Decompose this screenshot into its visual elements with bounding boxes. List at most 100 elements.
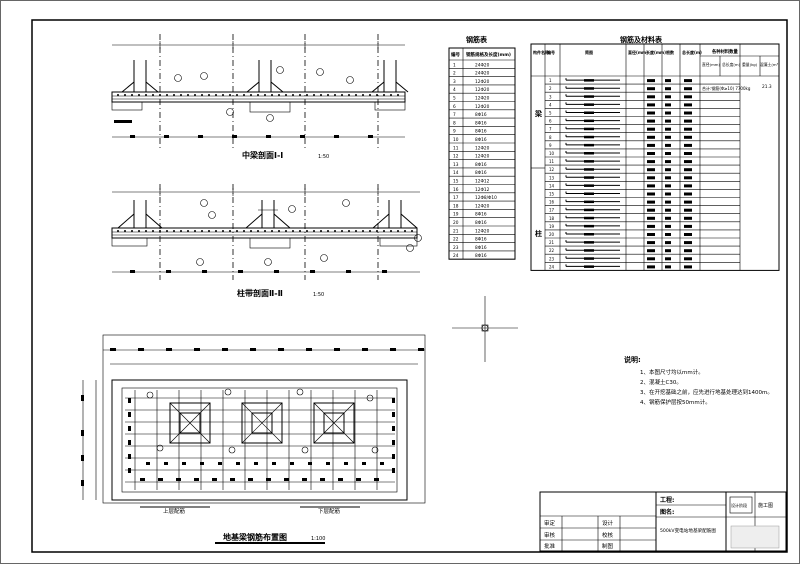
rebar-mark — [380, 462, 384, 465]
rebar-table-cell: 24Φ20 — [475, 62, 490, 68]
rebar-mark — [236, 462, 240, 465]
section-2-title: 柱带剖面Ⅱ-Ⅱ — [237, 288, 283, 298]
rebar-table-cell: 12Φ12 — [475, 179, 490, 185]
material-table-value — [665, 208, 671, 212]
rebar-dot — [194, 230, 196, 232]
rebar-table-cell: 8Φ16 — [475, 212, 487, 218]
rebar-table-cell: 24 — [453, 253, 459, 259]
rebar-dot — [173, 230, 175, 232]
rebar-dot — [313, 94, 315, 96]
rebar-dot — [138, 230, 140, 232]
haunch-line — [270, 81, 284, 93]
slab-outline — [111, 91, 406, 103]
rebar-sketch-label — [584, 152, 594, 155]
rebar-dot — [124, 230, 126, 232]
rebar-dot — [208, 94, 210, 96]
material-table-value — [684, 241, 692, 245]
rebar-dot — [131, 230, 133, 232]
rebar-dot — [327, 94, 329, 96]
rebar-mark — [308, 462, 312, 465]
material-table-value — [665, 87, 671, 91]
rebar-mark — [128, 398, 131, 403]
rebar-table-cell: 12Φ20 — [475, 203, 490, 209]
material-table-header: 各种材料数量 — [711, 48, 738, 55]
rebar-mark — [128, 426, 131, 431]
rebar-dot — [173, 94, 175, 96]
material-table-value — [647, 168, 655, 172]
material-table-row-number: 7 — [549, 127, 552, 132]
tb-role-6: 制图 — [602, 542, 614, 550]
dimension-tick — [138, 348, 144, 351]
dimension-tick — [390, 348, 396, 351]
rebar-dot — [278, 230, 280, 232]
callout-circle — [301, 446, 309, 454]
plan-label-right: 下层配筋 — [318, 507, 341, 515]
material-table-row-number: 10 — [549, 151, 555, 156]
rebar-dot — [145, 94, 147, 96]
material-table-row-number: 14 — [549, 183, 555, 188]
pad-diagonal — [169, 402, 211, 444]
rebar-mark — [146, 462, 150, 465]
rebar-mark — [128, 468, 131, 473]
material-table-row-number: 2 — [549, 86, 552, 91]
material-table-value — [684, 87, 692, 91]
rebar-table-cell: 8Φ16 — [475, 253, 487, 259]
material-table-value — [684, 152, 692, 155]
notes-block: 说明: 1、本图尺寸均以mm计。 2、混凝土C30。 3、在开挖基础之前，应先进… — [624, 355, 773, 406]
tb-role-1: 审定 — [544, 519, 556, 527]
rebar-mark — [182, 462, 186, 465]
rebar-sketch-label — [584, 224, 594, 228]
material-table-value — [647, 208, 655, 212]
callout-circle — [264, 258, 272, 266]
material-table-value — [684, 143, 692, 147]
material-table-header: 总长度(m) — [682, 49, 702, 55]
material-table-concrete: 21.3 — [762, 84, 772, 90]
dimension-tick — [310, 270, 315, 273]
callout-circle — [200, 199, 208, 207]
callout-circle — [320, 254, 328, 262]
dimension-tick — [278, 348, 284, 351]
rebar-dot — [159, 230, 161, 232]
material-table-row-number: 4 — [549, 102, 552, 107]
material-table-value — [665, 200, 671, 204]
material-table-value — [684, 135, 692, 139]
rebar-dot — [222, 230, 224, 232]
rebar-table-cell: 21 — [453, 228, 459, 234]
rebar-dot — [145, 230, 147, 232]
material-table-row-number: 22 — [549, 248, 555, 253]
callout-circle — [296, 388, 304, 396]
material-table-value — [665, 152, 671, 155]
haunch-line — [145, 213, 163, 229]
plan-label-left: 上层配筋 — [163, 507, 186, 515]
rebar-dot — [348, 94, 350, 96]
material-table-group-label: 柱 — [535, 229, 542, 238]
material-table-value — [665, 241, 671, 245]
rebar-dot — [138, 94, 140, 96]
rebar-mark — [158, 478, 163, 481]
rebar-sketch-label — [584, 79, 594, 82]
rebar-sketch-label — [584, 208, 594, 212]
rebar-dot — [159, 94, 161, 96]
rebar-sketch-label — [584, 241, 594, 244]
rebar-table-cell: 19 — [453, 212, 459, 218]
rebar-sketch-label — [584, 257, 594, 260]
rebar-dot — [243, 230, 245, 232]
rebar-table-cell: 24Φ20 — [475, 71, 490, 77]
rebar-dot — [180, 230, 182, 232]
rebar-table-cell: 12Φ20 — [475, 228, 490, 234]
material-table-value — [684, 79, 692, 83]
dimension-tick — [250, 348, 256, 351]
rebar-dot — [117, 94, 119, 96]
material-table-value — [684, 265, 692, 269]
material-table-row-number: 6 — [549, 119, 552, 124]
material-table-row-number: 15 — [549, 192, 555, 197]
material-table-value — [684, 224, 692, 228]
pad-diagonal — [313, 402, 355, 444]
rebar-table-cell: 8Φ16 — [475, 162, 487, 168]
dimension-tick — [274, 270, 279, 273]
rebar-mark — [140, 478, 145, 481]
dimension-tick — [81, 480, 84, 486]
